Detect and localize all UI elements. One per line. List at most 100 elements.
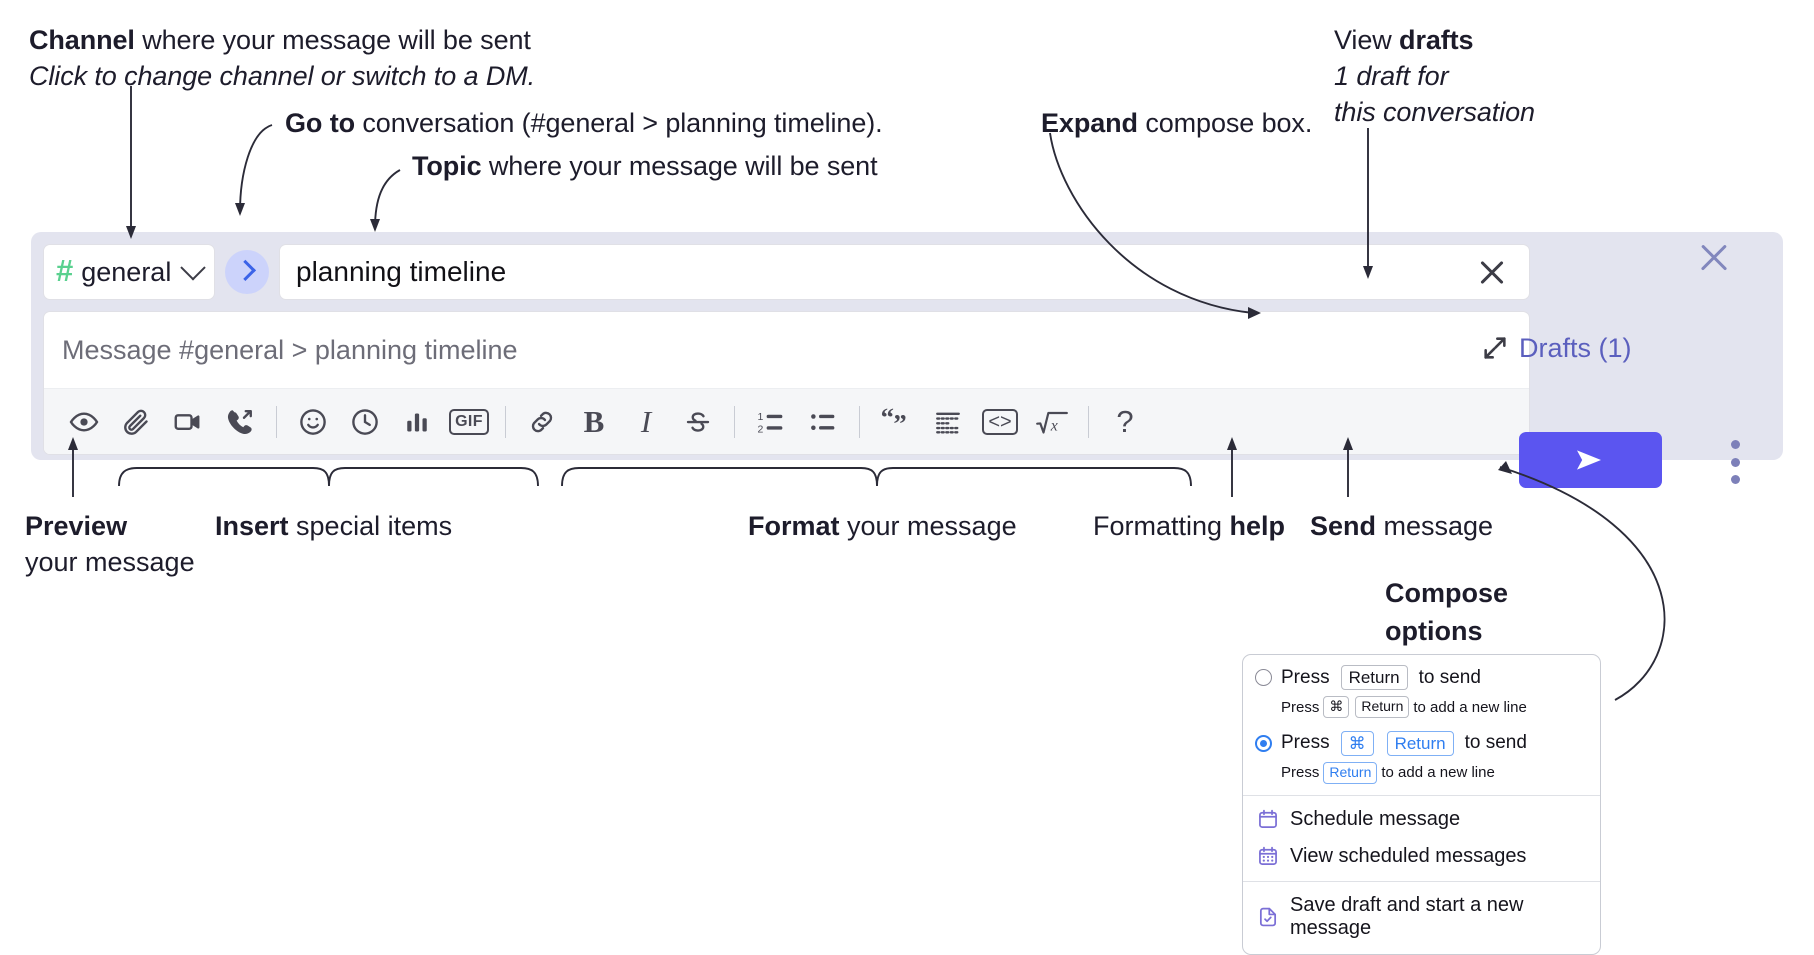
caption-compose-options-l2: options bbox=[1385, 616, 1483, 646]
annotation-topic-rest: where your message will be sent bbox=[481, 151, 878, 181]
option-1-tosend: to send bbox=[1418, 666, 1481, 688]
bulleted-list-icon[interactable] bbox=[797, 396, 849, 448]
radio-unselected-icon[interactable] bbox=[1255, 669, 1272, 687]
option-2-sub-tail: to add a new line bbox=[1381, 764, 1495, 782]
option-1-sub-press: Press bbox=[1281, 698, 1320, 716]
video-camera-icon[interactable] bbox=[162, 396, 214, 448]
inline-code-icon[interactable]: <> bbox=[974, 396, 1026, 448]
toolbar-divider bbox=[734, 405, 735, 438]
close-icon[interactable] bbox=[1697, 240, 1731, 274]
bar-chart-icon[interactable] bbox=[391, 396, 443, 448]
caption-insert: Insert special items bbox=[215, 508, 615, 544]
option-2-sub-key-return: Return bbox=[1323, 762, 1378, 784]
caption-preview: Preview your message bbox=[25, 508, 225, 580]
option-1-sub-key-return: Return bbox=[1355, 696, 1410, 718]
compose-inner: # general planning timeline Message #gen… bbox=[43, 244, 1530, 455]
annotation-channel-sub: Click to change channel or switch to a D… bbox=[29, 61, 536, 91]
toolbar-divider bbox=[1088, 405, 1089, 438]
expand-icon[interactable] bbox=[1481, 334, 1509, 362]
message-input[interactable]: Message #general > planning timeline bbox=[44, 312, 1529, 388]
help-question-icon[interactable]: ? bbox=[1116, 403, 1134, 439]
svg-text:x: x bbox=[1050, 417, 1058, 434]
caption-help-bold: help bbox=[1229, 511, 1286, 541]
preview-icon[interactable] bbox=[58, 396, 110, 448]
caption-send: Send message bbox=[1310, 508, 1610, 544]
annotation-drafts-rest: View bbox=[1334, 25, 1400, 55]
topic-input-wrapper[interactable]: planning timeline bbox=[279, 244, 1530, 300]
close-icon[interactable] bbox=[1477, 257, 1507, 287]
calendar-grid-icon bbox=[1257, 845, 1279, 867]
chevron-right-icon bbox=[234, 259, 256, 281]
send-option-row-2[interactable]: Press ⌘ Return to send Press Return to a… bbox=[1243, 729, 1600, 795]
emoji-smiley-icon[interactable] bbox=[287, 396, 339, 448]
gif-icon[interactable]: GIF bbox=[443, 396, 495, 448]
annotation-topic-bold: Topic bbox=[412, 151, 482, 181]
ordered-list-icon[interactable]: 1 2 bbox=[745, 396, 797, 448]
svg-text:2: 2 bbox=[758, 423, 764, 435]
annotation-channel: Channel where your message will be sent … bbox=[29, 22, 649, 94]
save-draft-icon bbox=[1257, 906, 1279, 928]
math-icon[interactable]: x bbox=[1026, 396, 1078, 448]
topic-input[interactable]: planning timeline bbox=[296, 256, 507, 287]
toolbar-divider bbox=[859, 405, 860, 438]
caption-format-rest: your message bbox=[839, 511, 1017, 541]
caption-preview-rest: your message bbox=[25, 547, 195, 577]
radio-selected-icon[interactable] bbox=[1255, 734, 1272, 752]
option-1-key-return: Return bbox=[1340, 665, 1408, 691]
phone-forward-icon[interactable] bbox=[214, 396, 266, 448]
annotation-expand-rest: compose box. bbox=[1137, 108, 1313, 138]
caption-send-bold: Send bbox=[1310, 511, 1377, 541]
goto-conversation-button[interactable] bbox=[225, 250, 269, 294]
option-2-sub-press: Press bbox=[1281, 764, 1320, 782]
option-2-key-return: Return bbox=[1386, 730, 1454, 756]
channel-selector[interactable]: # general bbox=[43, 244, 215, 300]
annotation-drafts: View drafts 1 draft for this conversatio… bbox=[1334, 22, 1804, 130]
menu-divider bbox=[1243, 794, 1600, 796]
caption-format-bold: Format bbox=[748, 511, 840, 541]
toolbar-divider bbox=[505, 405, 506, 438]
annotation-goto: Go to conversation (#general > planning … bbox=[285, 105, 985, 141]
send-paper-plane-icon bbox=[1576, 450, 1601, 470]
annotation-drafts-sub2: this conversation bbox=[1334, 97, 1535, 127]
attachment-icon[interactable] bbox=[110, 396, 162, 448]
annotation-drafts-bold: drafts bbox=[1399, 25, 1474, 55]
send-button[interactable] bbox=[1519, 432, 1662, 488]
hash-icon: # bbox=[56, 252, 74, 288]
annotation-goto-bold: Go to bbox=[285, 108, 355, 138]
svg-text:”: ” bbox=[893, 408, 906, 437]
link-icon[interactable] bbox=[516, 396, 568, 448]
menu-item-schedule-message[interactable]: Schedule message bbox=[1243, 801, 1600, 838]
strikethrough-icon[interactable] bbox=[672, 396, 724, 448]
code-block-icon[interactable] bbox=[922, 396, 974, 448]
formatting-toolbar: GIF B I bbox=[44, 388, 1529, 454]
annotation-channel-rest: where your message will be sent bbox=[134, 25, 531, 55]
blockquote-icon[interactable]: “ ” bbox=[870, 396, 922, 448]
bold-icon[interactable]: B bbox=[583, 403, 605, 439]
annotation-expand-bold: Expand bbox=[1041, 108, 1138, 138]
kebab-menu-icon[interactable] bbox=[1730, 440, 1740, 484]
caption-preview-bold: Preview bbox=[25, 511, 128, 541]
menu-item-view-scheduled[interactable]: View scheduled messages bbox=[1243, 838, 1600, 875]
italic-icon[interactable]: I bbox=[640, 403, 652, 439]
channel-name-label: general bbox=[81, 256, 172, 287]
menu-group-draft: Save draft and start a new message bbox=[1243, 882, 1600, 954]
chevron-down-icon bbox=[180, 255, 206, 281]
calendar-clock-icon bbox=[1257, 808, 1279, 830]
annotation-drafts-sub1: 1 draft for bbox=[1334, 61, 1449, 91]
clock-icon[interactable] bbox=[339, 396, 391, 448]
compose-options-menu: Press Return to send Press ⌘ Return to a… bbox=[1242, 654, 1601, 955]
menu-divider bbox=[1243, 880, 1600, 882]
menu-item-label: View scheduled messages bbox=[1290, 844, 1527, 867]
message-placeholder: Message #general > planning timeline bbox=[62, 334, 518, 365]
annotation-channel-bold: Channel bbox=[29, 25, 135, 55]
caption-send-rest: message bbox=[1376, 511, 1494, 541]
option-1-sub-key-cmd: ⌘ bbox=[1323, 696, 1350, 718]
menu-item-save-draft[interactable]: Save draft and start a new message bbox=[1243, 887, 1600, 947]
drafts-link[interactable]: Drafts (1) bbox=[1519, 333, 1632, 363]
send-option-row-1[interactable]: Press Return to send Press ⌘ Return to a… bbox=[1243, 655, 1600, 729]
compose-header-row: # general planning timeline bbox=[43, 244, 1530, 300]
message-box: Message #general > planning timeline bbox=[43, 311, 1530, 455]
toolbar-divider bbox=[276, 405, 277, 438]
caption-help-rest: Formatting bbox=[1093, 511, 1230, 541]
svg-text:1: 1 bbox=[758, 411, 764, 423]
